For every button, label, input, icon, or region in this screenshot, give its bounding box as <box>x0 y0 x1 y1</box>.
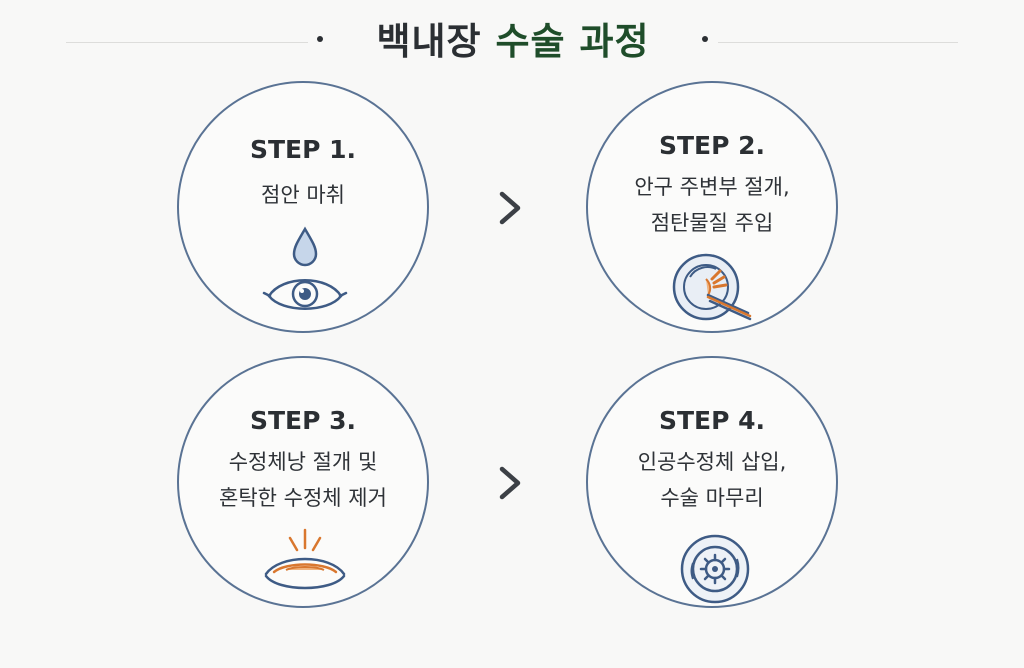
next-arrow-icon <box>499 191 521 225</box>
step-4-desc-line-2: 수술 마무리 <box>660 486 764 510</box>
eye-lens-removal-icon <box>264 528 346 590</box>
step-1-label: STEP 1. <box>249 135 357 164</box>
title-part2: 수술 과정 <box>495 20 650 63</box>
step-4-circle: STEP 4. 인공수정체 삽입, 수술 마무리 <box>586 356 838 608</box>
title-bar: 백내장 수술 과정 <box>0 0 1024 90</box>
step-4-label: STEP 4. <box>658 406 766 435</box>
step-2-label: STEP 2. <box>658 131 766 160</box>
eye-incision-icon <box>672 253 752 321</box>
step-4-desc-line-1: 인공수정체 삽입, <box>637 450 787 474</box>
title-rule-right <box>718 42 958 43</box>
step-4-desc: 인공수정체 삽입, 수술 마무리 <box>588 444 836 516</box>
step-3-circle: STEP 3. 수정체낭 절개 및 혼탁한 수정체 제거 <box>177 356 429 608</box>
step-3-desc: 수정체낭 절개 및 혼탁한 수정체 제거 <box>179 444 427 516</box>
step-1-circle: STEP 1. 점안 마취 <box>177 81 429 333</box>
eye-drop-icon <box>262 226 348 310</box>
title-dot-left <box>317 36 323 42</box>
step-3-desc-line-1: 수정체낭 절개 및 <box>228 450 378 474</box>
title-rule-left <box>66 42 308 43</box>
title-part1: 백내장 <box>376 20 482 63</box>
step-1-desc: 점안 마취 <box>179 177 427 213</box>
step-2-desc-line-1: 안구 주변부 절개, <box>634 175 790 199</box>
artificial-lens-icon <box>680 534 750 604</box>
step-2-circle: STEP 2. 안구 주변부 절개, 점탄물질 주입 <box>586 81 838 333</box>
step-3-label: STEP 3. <box>249 406 357 435</box>
page-title: 백내장 수술 과정 <box>340 17 686 67</box>
step-1-desc-line-1: 점안 마취 <box>261 183 345 207</box>
step-2-desc-line-2: 점탄물질 주입 <box>650 211 774 235</box>
step-3-desc-line-2: 혼탁한 수정체 제거 <box>219 486 387 510</box>
next-arrow-icon <box>499 466 521 500</box>
step-2-desc: 안구 주변부 절개, 점탄물질 주입 <box>588 169 836 241</box>
title-dot-right <box>702 36 708 42</box>
